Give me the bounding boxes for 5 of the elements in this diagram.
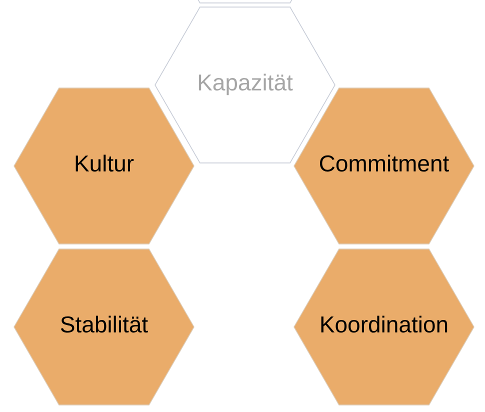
hexagon-outline (196, 0, 294, 4)
hexagon-tile: Koordination (294, 248, 474, 406)
hexagon-tile: Kultur (14, 88, 194, 244)
hexagon-tile: Stabilität (14, 248, 194, 406)
hexagon-tile: Commitment (294, 88, 474, 244)
